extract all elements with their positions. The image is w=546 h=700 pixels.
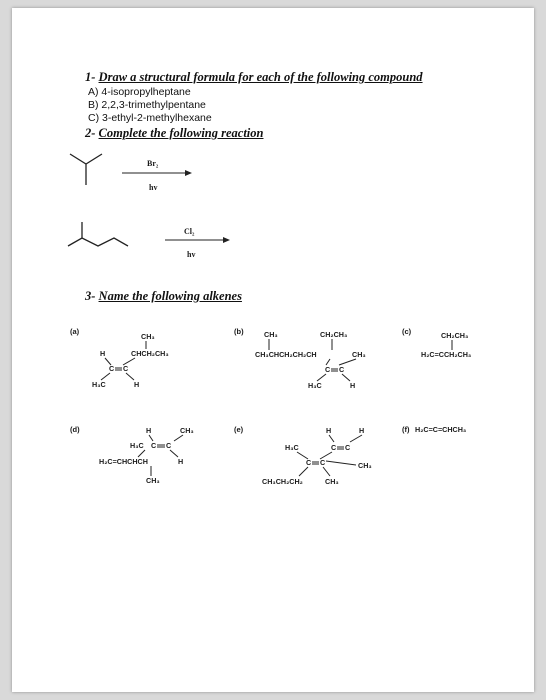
bond bbox=[100, 372, 111, 381]
alkene-d-h-right: H bbox=[178, 457, 183, 466]
alkene-b-h: H bbox=[350, 381, 355, 390]
reaction-2-condition: hv bbox=[187, 250, 195, 259]
alkene-c-label: (c) bbox=[402, 327, 412, 336]
alkene-d-h3c: H₃C bbox=[130, 441, 144, 450]
alkene-c-main-chain: H₂C=CCH₂CH₃ bbox=[421, 350, 471, 359]
bond bbox=[169, 449, 179, 458]
bond bbox=[137, 449, 146, 458]
q1-heading: 1- Draw a structural formula for each of… bbox=[85, 70, 423, 85]
alkene-b-ch3-top: CH₃ bbox=[264, 330, 278, 339]
alkene-d-ch3-top: CH₃ bbox=[180, 426, 194, 435]
reaction-1: Br₂ hv bbox=[69, 153, 192, 192]
q1-number: 1- bbox=[85, 70, 96, 84]
bond bbox=[298, 466, 309, 477]
bond bbox=[319, 451, 333, 460]
q3-heading: 3- Name the following alkenes bbox=[85, 289, 242, 304]
bond bbox=[338, 358, 357, 366]
alkene-e: (e) H H H₃C C C C C CH₃ CH₃CH₂CH₂ CH₃ bbox=[234, 425, 372, 486]
bond bbox=[322, 466, 331, 477]
reaction-1-reagent: Br₂ bbox=[147, 159, 159, 168]
bond bbox=[148, 434, 154, 442]
alkene-e-propyl: CH₃CH₂CH₂ bbox=[262, 477, 303, 486]
bond bbox=[328, 434, 335, 443]
q1-title: Draw a structural formula for each of th… bbox=[98, 70, 423, 84]
bond bbox=[122, 357, 136, 366]
alkene-d-c2: C bbox=[166, 441, 171, 450]
alkene-e-h2: H bbox=[359, 426, 364, 435]
alkene-a-h3c: H₃C bbox=[92, 380, 106, 389]
alkene-b-ch3-right: CH₃ bbox=[352, 350, 366, 359]
alkene-e-c1: C bbox=[331, 443, 336, 452]
q1-item-a: A) 4-isopropylheptane bbox=[88, 86, 191, 98]
alkene-c: (c) CH₂CH₃ H₂C=CCH₂CH₃ bbox=[402, 327, 471, 359]
alkene-d-label: (d) bbox=[70, 425, 80, 434]
alkene-f: (f) H₂C=C=CHCH₃ bbox=[402, 425, 466, 434]
bond bbox=[341, 373, 351, 382]
alkene-d-chain: H₂C=CHCHCH bbox=[99, 457, 148, 466]
bond bbox=[125, 372, 135, 381]
alkene-d-c1: C bbox=[151, 441, 156, 450]
alkene-d-h-top: H bbox=[146, 426, 151, 435]
alkene-b-label: (b) bbox=[234, 327, 244, 336]
alkene-a-ch3: CH₃ bbox=[141, 332, 155, 341]
q1-item-b: B) 2,2,3-trimethylpentane bbox=[88, 99, 206, 111]
isobutane-skeleton bbox=[69, 153, 103, 185]
alkene-d-ch3-bottom: CH₃ bbox=[146, 476, 160, 485]
bond bbox=[349, 434, 363, 443]
q3-title: Name the following alkenes bbox=[98, 289, 242, 303]
alkene-a-substituent: CHCH₂CH₃ bbox=[131, 349, 169, 358]
reaction-2-reagent: Cl₂ bbox=[184, 227, 195, 236]
reaction-2-arrowhead bbox=[223, 237, 230, 243]
bond bbox=[173, 434, 184, 442]
bond bbox=[325, 460, 357, 466]
alkene-b-h3c: H₃C bbox=[308, 381, 322, 390]
bond bbox=[316, 373, 327, 382]
alkene-e-c4: C bbox=[320, 458, 325, 467]
alkene-e-c2: C bbox=[345, 443, 350, 452]
alkene-b-ethyl-top: CH₂CH₃ bbox=[320, 330, 347, 339]
reaction-1-condition: hv bbox=[149, 183, 157, 192]
alkene-f-label: (f) bbox=[402, 425, 410, 434]
q1-item-c: C) 3-ethyl-2-methylhexane bbox=[88, 112, 212, 124]
alkene-a-c1: C bbox=[109, 364, 114, 373]
q2-heading: 2- Complete the following reaction bbox=[85, 126, 263, 141]
q2-title: Complete the following reaction bbox=[98, 126, 264, 140]
alkene-f-formula: H₂C=C=CHCH₃ bbox=[415, 425, 466, 434]
isopentane-skeleton bbox=[67, 222, 129, 247]
alkene-e-h3c: H₃C bbox=[285, 443, 299, 452]
alkene-e-c3: C bbox=[306, 458, 311, 467]
reaction-1-arrowhead bbox=[185, 170, 192, 176]
alkene-e-h1: H bbox=[326, 426, 331, 435]
alkene-b-c1: C bbox=[325, 365, 330, 374]
alkene-e-ch3-bottom: CH₃ bbox=[325, 477, 339, 486]
alkene-a: (a) CH₃ H CHCH₂CH₃ C C H₃C H bbox=[70, 327, 169, 389]
alkene-d: (d) H CH₃ H₃C C C H₂C=CHCHCH H CH₃ bbox=[70, 425, 194, 485]
q2-number: 2- bbox=[85, 126, 96, 140]
reaction-2: Cl₂ hv bbox=[67, 222, 230, 259]
worksheet-page: 1- Draw a structural formula for each of… bbox=[12, 8, 534, 692]
alkene-a-h-bottom: H bbox=[134, 380, 139, 389]
chemistry-drawings: Br₂ hv Cl₂ hv (a) CH₃ H CHCH₂CH₃ C C H bbox=[67, 153, 471, 486]
alkene-b-c2: C bbox=[339, 365, 344, 374]
bond bbox=[296, 451, 309, 460]
alkene-e-ch3-right: CH₃ bbox=[358, 461, 372, 470]
alkene-a-h-top: H bbox=[100, 349, 105, 358]
alkene-e-label: (e) bbox=[234, 425, 244, 434]
alkene-a-c2: C bbox=[123, 364, 128, 373]
bond bbox=[325, 358, 331, 366]
alkene-c-ethyl: CH₂CH₃ bbox=[441, 331, 468, 340]
alkene-b: (b) CH₃ CH₂CH₃ CH₃CHCH₂CH₂CH CH₃ C C H₃C… bbox=[234, 327, 366, 390]
bond bbox=[104, 357, 112, 366]
alkene-b-chain: CH₃CHCH₂CH₂CH bbox=[255, 350, 317, 359]
q3-number: 3- bbox=[85, 289, 96, 303]
alkene-a-label: (a) bbox=[70, 327, 80, 336]
